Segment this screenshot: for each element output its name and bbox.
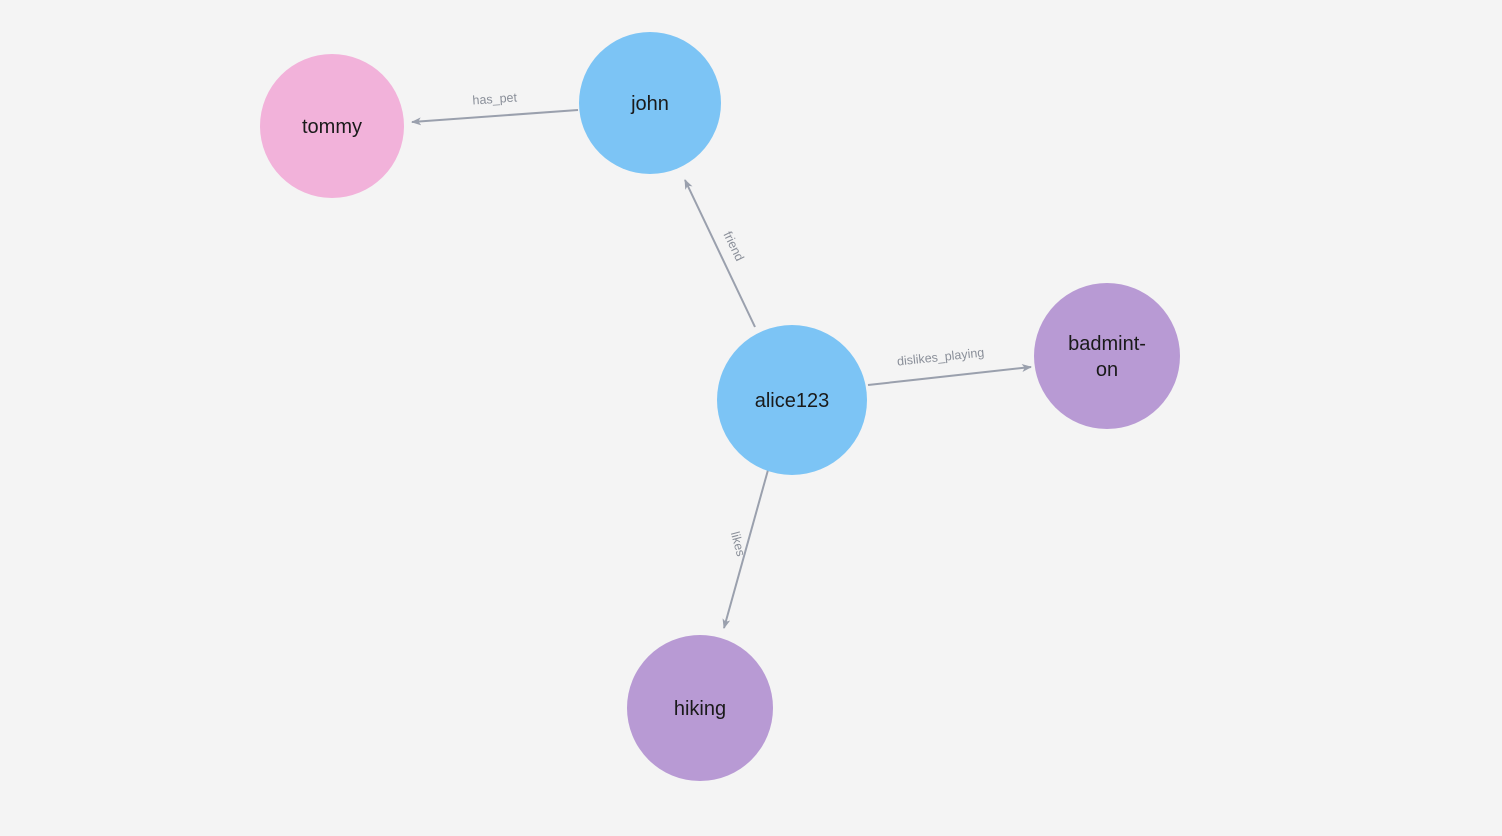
node-label: badmint- [1068,333,1146,355]
edge-label: friend [720,229,746,263]
graph-edge[interactable]: likes [722,469,769,629]
edge-label: likes [728,530,748,558]
edge-line [684,179,756,328]
node-label: tommy [302,116,362,138]
graph-node-john[interactable]: john [579,32,721,174]
node-label: hiking [674,698,726,720]
graph-edge[interactable]: has_pet [411,90,579,126]
node-circle[interactable] [717,325,867,475]
graph-edge[interactable]: dislikes_playing [867,345,1032,386]
graph-node-hiking[interactable]: hiking [627,635,773,781]
graph-node-tommy[interactable]: tommy [260,54,404,198]
edge-label: has_pet [472,90,518,107]
graph-node-badminton[interactable]: badmint-on [1034,283,1180,429]
edge-line [867,364,1032,386]
node-circle[interactable] [627,635,773,781]
graph-edge[interactable]: friend [684,179,756,328]
node-circle[interactable] [579,32,721,174]
edge-label: dislikes_playing [896,345,985,368]
node-circle[interactable] [260,54,404,198]
graph-node-alice123[interactable]: alice123 [717,325,867,475]
node-label: alice123 [755,390,830,412]
nodes-layer: tommy john alice123 badmint-on hiking [260,32,1180,781]
edge-line [722,469,769,629]
node-label: john [630,93,669,115]
edge-line [411,109,579,126]
node-label: on [1096,359,1118,381]
node-circle[interactable] [1034,283,1180,429]
